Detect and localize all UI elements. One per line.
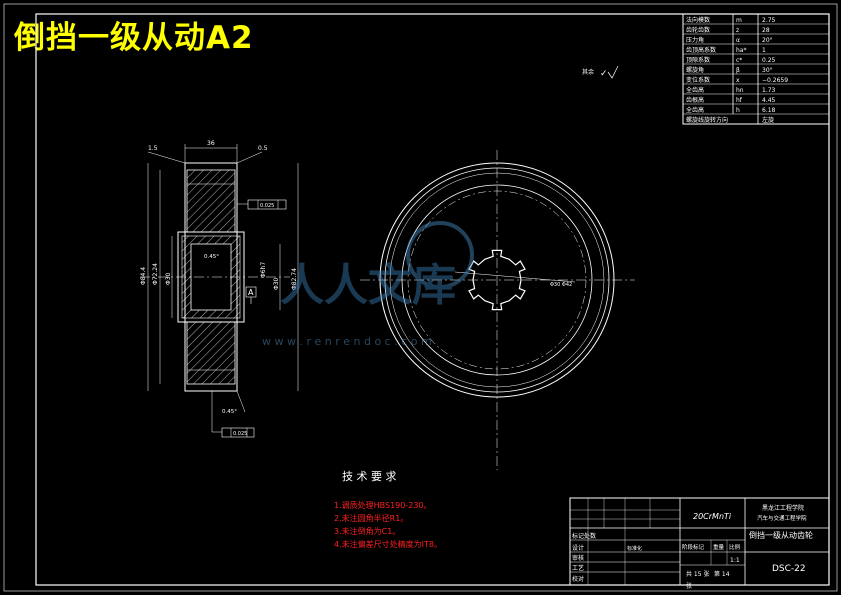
dim-spline: Φ6h7	[260, 262, 267, 278]
tb-row-check: 校对	[572, 575, 584, 583]
drawing-border	[35, 13, 830, 586]
param-symbol: h	[736, 107, 740, 114]
tb-scale: 1:1	[730, 557, 740, 564]
datum-letter: A	[248, 288, 254, 297]
param-name: 齿根高	[686, 96, 704, 104]
tb-sheet-suffix: 张	[686, 582, 692, 590]
gear-front-view: Φ30 Φ42	[360, 150, 635, 470]
technical-requirements: 技 术 要 求 1.调质处理HBS190-230。 2.未注圆角半径R1。 3.…	[334, 470, 442, 549]
dim-chamfer-right: 0.5	[258, 145, 268, 152]
tech-requirement-4: 4.未注偏差尺寸处精度为IT8。	[334, 539, 442, 549]
dim-root-diameter: Φ72.24	[152, 263, 159, 285]
gear-parameter-table: 法向模数 m 2.75 齿轮齿数 z 28 压力角 α 20° 齿顶高系数 ha* 1 顶隙系数 c* 0.…	[682, 13, 830, 125]
tb-institution-1: 黑龙江工程学院	[762, 504, 804, 512]
tb-row-process: 工艺	[572, 564, 584, 572]
param-name: 法向模数	[686, 16, 710, 24]
tb-row-design: 设计	[572, 544, 584, 552]
tolerance-value-bottom: 0.025	[233, 431, 247, 437]
param-symbol: x	[736, 77, 740, 84]
tb-part-name: 倒挡一级从动齿轮	[749, 530, 813, 540]
param-value: 1.73	[762, 87, 776, 94]
param-value: 6.18	[762, 107, 776, 114]
param-value: 1	[762, 47, 766, 54]
tb-material: 20CrMnTi	[693, 512, 732, 521]
tb-weight-label: 重量	[713, 543, 725, 551]
param-value: −0.2659	[762, 77, 788, 84]
title-block: 标记处数 设计 审核 工艺 校对 标准化 20CrMnTi 黑龙江工程学院 汽车…	[569, 497, 830, 590]
spline-leader-label: Φ30 Φ42	[550, 282, 572, 288]
param-name: 压力角	[686, 36, 704, 44]
tb-scale-label: 比例	[729, 543, 741, 551]
param-symbol: m	[736, 17, 742, 24]
dim-bore-right: Φ30	[273, 277, 280, 290]
watermark: 人人文库 w w w . r e n r e n d o c . c o m	[262, 221, 474, 348]
param-symbol: z	[736, 27, 739, 34]
tech-requirement-3: 3.未注倒角为C1。	[334, 526, 400, 536]
param-name: 螺旋角	[686, 66, 704, 74]
tb-institution-2: 汽车与交通工程学院	[757, 514, 807, 522]
roughness-check-symbol: ✓	[600, 69, 608, 79]
param-name: 顶隙系数	[686, 56, 710, 64]
drawing-title-overlay: 倒挡一级从动A2	[14, 20, 254, 56]
param-symbol: c*	[736, 57, 742, 64]
param-value: 左旋	[762, 116, 774, 124]
param-name: 螺旋线旋转方向	[686, 116, 728, 124]
tolerance-frame-bottom	[221, 427, 255, 438]
param-value: 30°	[762, 67, 773, 74]
sheet-border	[3, 3, 838, 592]
param-value: 2.75	[762, 17, 776, 24]
dim-bottom-chamfer: 0.45°	[222, 409, 237, 415]
param-symbol: hf	[736, 97, 743, 104]
param-name: 变位系数	[686, 76, 710, 84]
dim-bore-chamfer: 0.45°	[204, 254, 219, 260]
param-name: 齿顶高系数	[686, 46, 716, 54]
tb-sheet-index: 第 14	[714, 570, 730, 578]
param-name: 全齿高	[686, 86, 704, 94]
tech-requirements-heading: 技 术 要 求	[342, 470, 397, 483]
param-name: 全齿高	[686, 106, 704, 114]
tb-row-review: 审核	[572, 554, 584, 562]
watermark-brand: 人人文库	[280, 260, 456, 311]
roughness-label: 其余	[582, 68, 594, 76]
surface-roughness-note: 其余 ✓	[582, 65, 619, 79]
dim-outer-right: Φ82.74	[291, 268, 298, 290]
gear-section-view: 36 1.5 0.5 Φ84.4 Φ72.24 Φ30 Φ82.74 Φ30 Φ…	[140, 140, 299, 438]
param-name: 齿轮齿数	[686, 26, 710, 34]
watermark-url: w w w . r e n r e n d o c . c o m	[262, 335, 432, 348]
param-symbol: α	[736, 37, 740, 44]
dim-chamfer-left: 1.5	[148, 145, 158, 152]
tech-requirement-1: 1.调质处理HBS190-230。	[334, 500, 432, 510]
dim-width-label: 36	[207, 140, 215, 147]
dim-outer-diameter: Φ84.4	[140, 267, 147, 285]
tb-stage-label: 阶段标记	[682, 543, 705, 551]
param-value: 20°	[762, 37, 773, 44]
param-value: 28	[762, 27, 770, 34]
dim-bore-left: Φ30	[165, 272, 172, 285]
tech-requirement-2: 2.未注圆角半径R1。	[334, 513, 408, 523]
param-symbol: β	[736, 67, 740, 74]
tb-change-label: 标记处数	[572, 532, 596, 540]
tolerance-value-top: 0.025	[260, 203, 274, 209]
param-symbol: ha*	[736, 47, 746, 54]
tb-drawing-number: DSC-22	[772, 564, 806, 574]
param-value: 4.45	[762, 97, 776, 104]
spline-bore	[468, 249, 526, 311]
tb-sheet-total: 共 15 张	[686, 570, 709, 578]
param-symbol: hn	[736, 87, 744, 94]
tolerance-frame-top	[247, 199, 287, 210]
param-value: 0.25	[762, 57, 776, 64]
tb-std-label: 标准化	[627, 545, 642, 552]
